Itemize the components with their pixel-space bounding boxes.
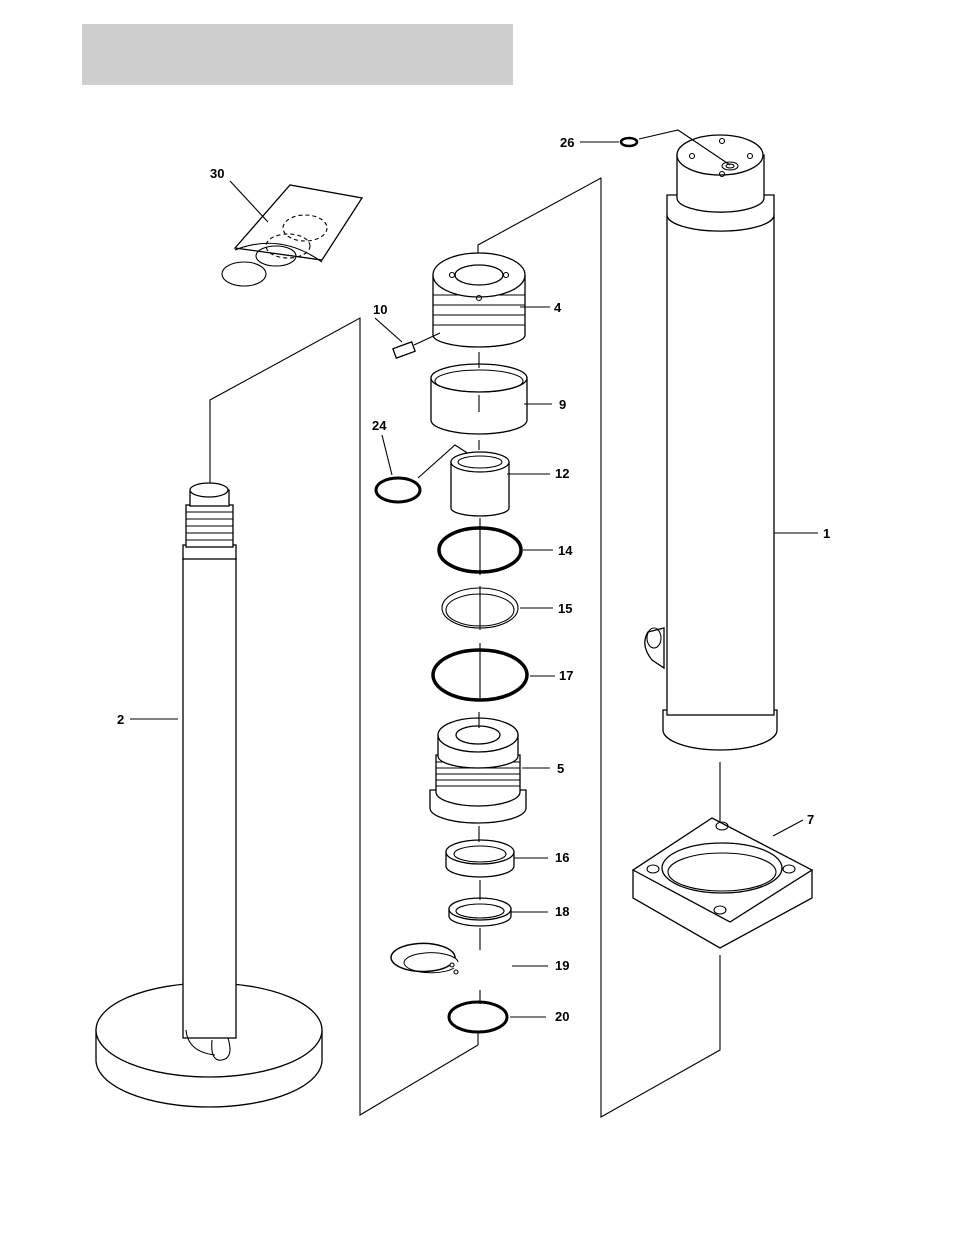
o-ring-20 xyxy=(449,1002,507,1032)
callout-9: 9 xyxy=(559,397,566,412)
piston-head xyxy=(433,253,525,347)
callout-12: 12 xyxy=(555,466,569,481)
callout-24: 24 xyxy=(372,418,387,433)
callout-17: 17 xyxy=(559,668,573,683)
leader-7 xyxy=(773,820,803,836)
callout-5: 5 xyxy=(557,761,564,776)
gland-nut xyxy=(430,718,526,823)
mounting-flange xyxy=(633,818,812,948)
wiper-seal-16 xyxy=(446,840,514,877)
callout-19: 19 xyxy=(555,958,569,973)
callout-2: 2 xyxy=(117,712,124,727)
callout-1: 1 xyxy=(823,526,830,541)
callout-18: 18 xyxy=(555,904,569,919)
callout-16: 16 xyxy=(555,850,569,865)
set-pin xyxy=(375,318,440,358)
callout-30: 30 xyxy=(210,166,224,181)
callout-26: 26 xyxy=(560,135,574,150)
cylinder-barrel xyxy=(645,135,777,750)
snap-ring-19 xyxy=(391,943,458,974)
o-ring-24 xyxy=(376,478,420,502)
piston-rod xyxy=(96,483,322,1107)
callout-10: 10 xyxy=(373,302,387,317)
callout-4: 4 xyxy=(554,300,562,315)
o-ring-26 xyxy=(621,138,637,146)
seal-kit-bag xyxy=(222,181,362,286)
callout-15: 15 xyxy=(558,601,572,616)
spacer-sleeve xyxy=(451,452,509,516)
rod-seal-18 xyxy=(449,898,511,926)
callout-20: 20 xyxy=(555,1009,569,1024)
leader-24 xyxy=(382,435,392,475)
callout-7: 7 xyxy=(807,812,814,827)
callout-14: 14 xyxy=(558,543,573,558)
